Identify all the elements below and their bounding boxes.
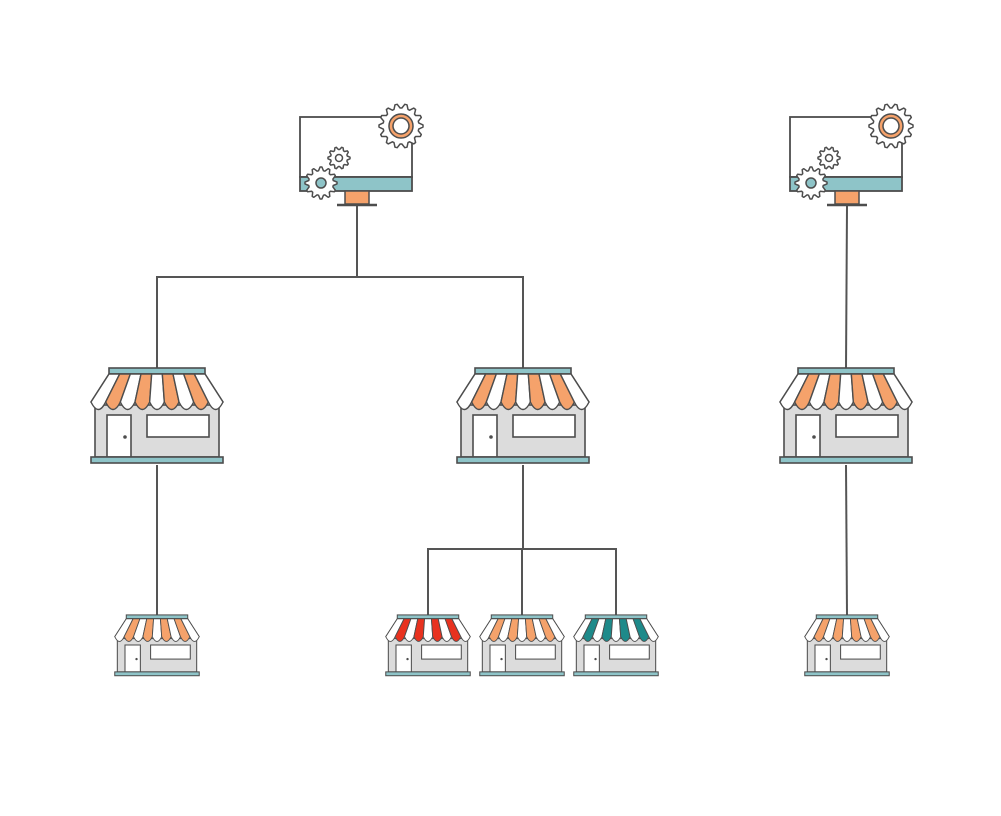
connector-line (522, 465, 617, 615)
storefront-icon (779, 367, 913, 464)
storefront-icon (456, 367, 590, 464)
connector-line (845, 464, 848, 616)
connector-lines (156, 205, 848, 616)
storefront-icon (114, 614, 200, 677)
diagram-nodes (90, 103, 914, 677)
server-monitor-icon (299, 103, 424, 207)
storefront-icon (804, 614, 890, 677)
connector-line (356, 206, 524, 368)
storefront-icon (573, 614, 659, 677)
storefront-icon (90, 367, 224, 464)
server-monitor-icon (789, 103, 914, 207)
storefront-icon (385, 614, 471, 677)
connector-line (845, 205, 848, 369)
storefront-icon (479, 614, 565, 677)
